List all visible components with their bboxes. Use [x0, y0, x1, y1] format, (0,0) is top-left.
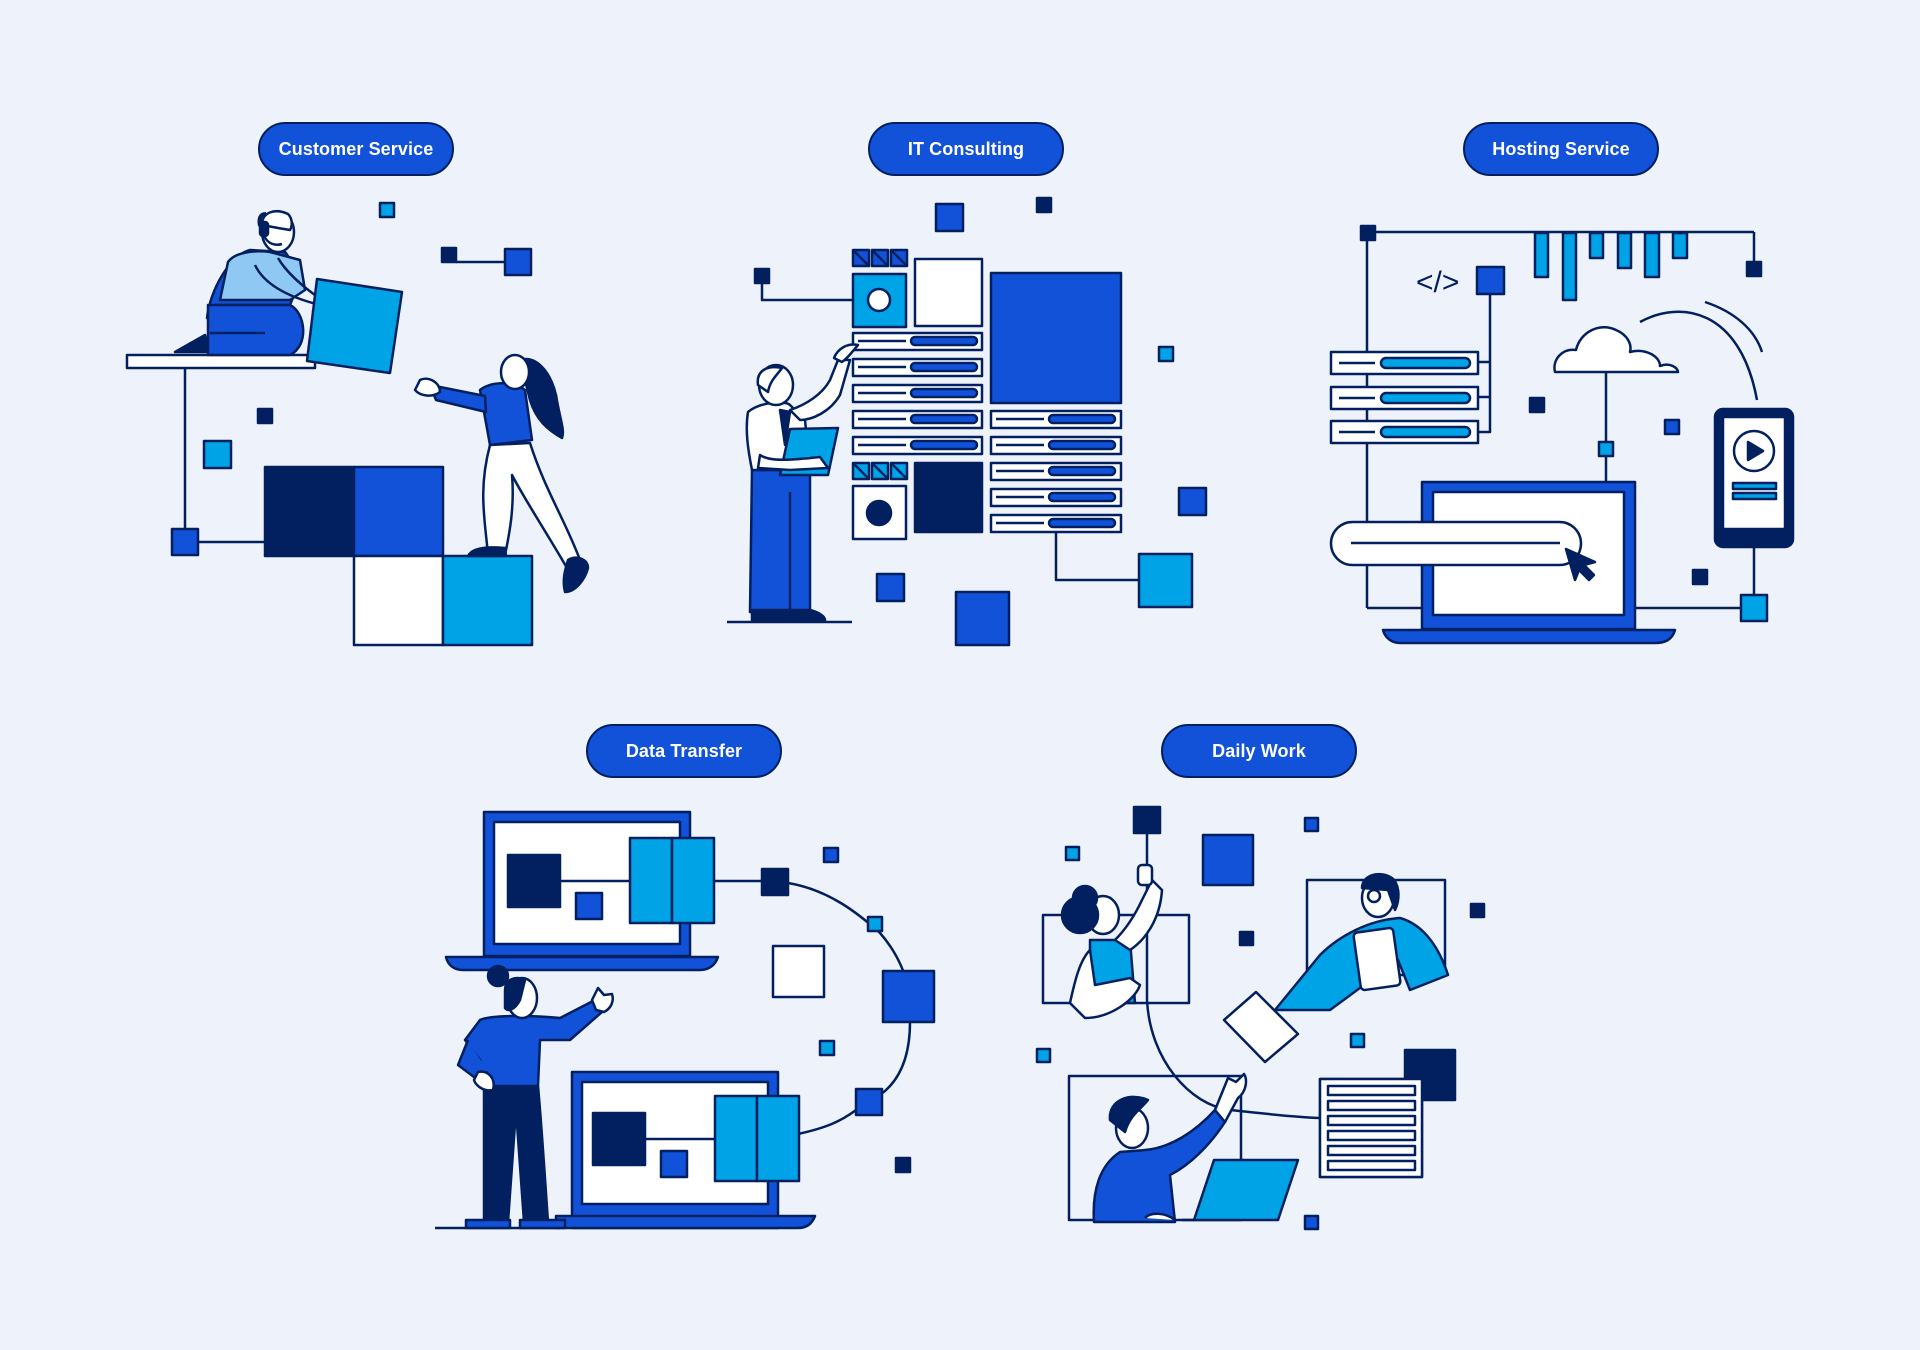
hosting-service-illustration: </> [1329, 224, 1795, 645]
code-icon: </> [1416, 266, 1459, 299]
signal-bars [1533, 231, 1689, 302]
laptop-man-figure [1092, 1072, 1300, 1224]
daily-work-illustration [1035, 805, 1486, 1231]
hosting-service-label: Hosting Service [1463, 122, 1659, 176]
daily-work-label: Daily Work [1161, 724, 1357, 778]
square-decor [378, 201, 396, 219]
play-icon [1746, 440, 1765, 462]
data-transfer-label: Data Transfer [586, 724, 782, 778]
customer-service-label: Customer Service [258, 122, 454, 176]
woman-figure [413, 353, 590, 594]
data-transfer-illustration [435, 810, 936, 1230]
consultant-figure [727, 343, 860, 624]
status-led-row-bottom [851, 461, 909, 481]
server-rack [1329, 350, 1480, 445]
curly-hair-woman-figure [1060, 863, 1164, 1020]
cloud-icon [1553, 325, 1680, 374]
woman-thumbs-up-figure [456, 964, 614, 1230]
support-agent-figure [173, 210, 336, 357]
status-led-row-top [851, 248, 909, 268]
rack-rows-left [851, 331, 984, 456]
it-consulting-label: IT Consulting [868, 122, 1064, 176]
glasses-man-figure [1222, 872, 1450, 1064]
rack-rows-right [989, 409, 1123, 534]
it-consulting-illustration [727, 196, 1208, 647]
customer-service-illustration [125, 201, 590, 647]
cursor-icon [1564, 547, 1597, 582]
